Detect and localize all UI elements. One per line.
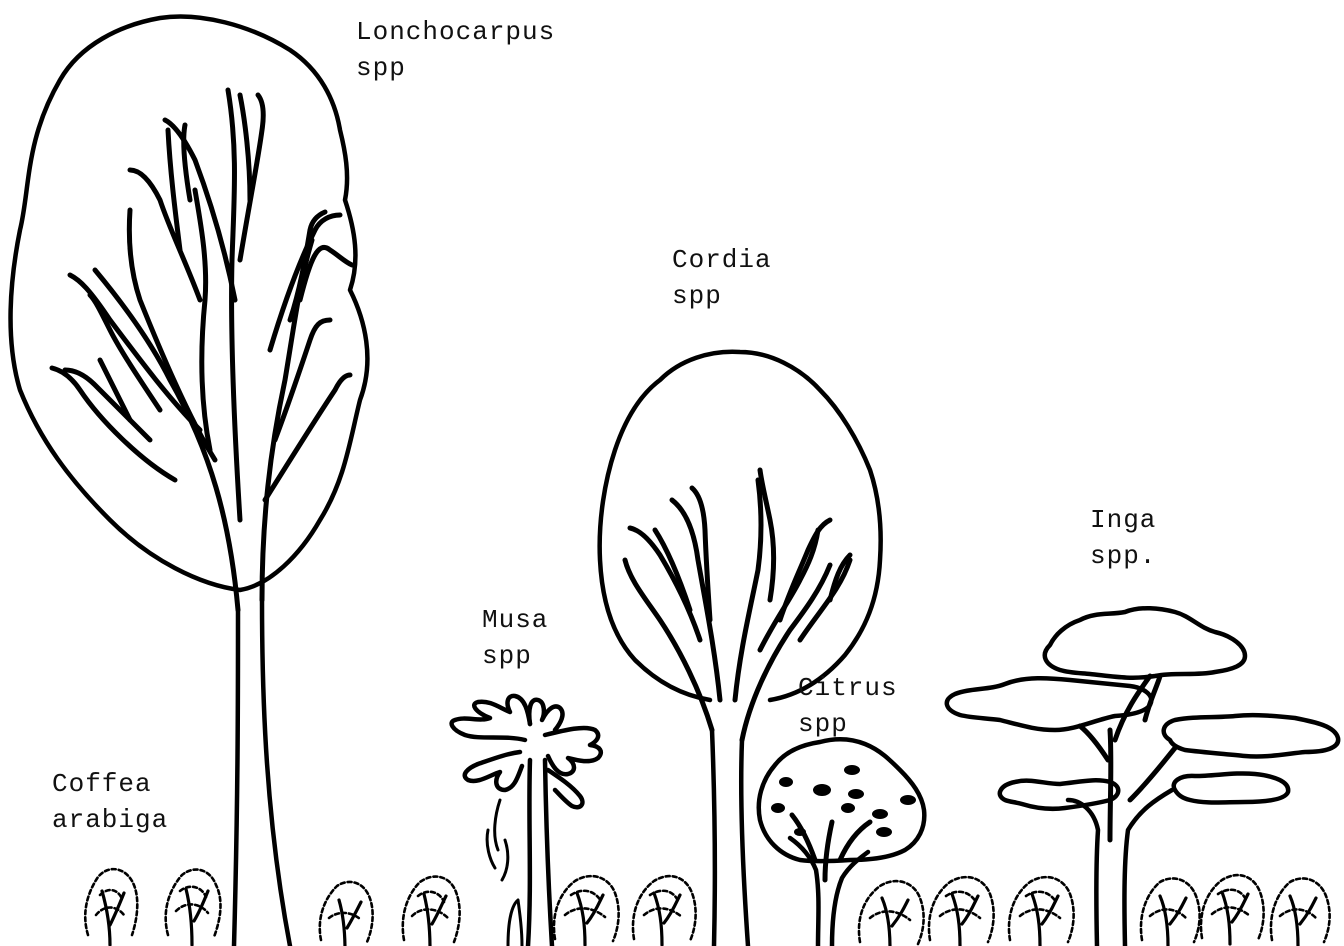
coffea-shrubs	[85, 869, 1329, 946]
cordia-tree	[600, 352, 881, 946]
inga-canopy-right	[1164, 715, 1339, 756]
coffea-label-line2: arabiga	[52, 802, 168, 838]
cordia-label-line1: Cordia	[672, 242, 772, 278]
coffea-shrub	[1271, 878, 1330, 946]
citrus-label: Citrus spp	[798, 670, 898, 742]
citrus-trunk-right	[832, 852, 868, 946]
cordia-trunk-right	[741, 740, 748, 946]
cordia-label: Cordia spp	[672, 242, 772, 314]
coffea-label: Coffea arabiga	[52, 766, 168, 838]
musa-leaf-right	[545, 728, 601, 774]
citrus-label-line1: Citrus	[798, 670, 898, 706]
coffea-shrub	[1201, 875, 1264, 944]
lonchocarpus-label: Lonchocarpus spp	[356, 14, 555, 86]
coffea-shrub	[403, 877, 460, 946]
coffea-label-line1: Coffea	[52, 766, 168, 802]
lonchocarpus-branches	[52, 90, 352, 610]
lonchocarpus-trunk-left	[234, 610, 238, 946]
cordia-trunk-left	[712, 730, 715, 946]
musa-label-line1: Musa	[482, 602, 548, 638]
coffea-shrub	[929, 877, 994, 946]
inga-label-line2: spp.	[1090, 538, 1156, 574]
inga-canopy-lower-right	[1174, 773, 1288, 802]
coffea-shrub	[85, 869, 137, 945]
musa-stem-left	[528, 760, 530, 946]
coffea-shrub	[859, 881, 924, 946]
inga-label: Inga spp.	[1090, 502, 1156, 574]
coffea-shrub	[320, 882, 373, 946]
lonchocarpus-trunk-right	[262, 600, 290, 946]
coffea-shrub	[554, 876, 619, 945]
musa-leaf-top	[529, 700, 562, 730]
inga-canopy-lower	[1000, 780, 1118, 808]
musa-bunch	[487, 800, 508, 880]
citrus-fruits	[771, 765, 916, 837]
musa-label-line2: spp	[482, 638, 548, 674]
lonchocarpus-crown	[11, 17, 368, 590]
coffea-shrub	[633, 876, 696, 945]
coffea-shrub	[1141, 878, 1200, 946]
cordia-label-line2: spp	[672, 278, 772, 314]
citrus-crown	[759, 739, 925, 861]
lonchocarpus-label-line1: Lonchocarpus	[356, 14, 555, 50]
musa-leaf-left	[452, 696, 530, 740]
musa-label: Musa spp	[482, 602, 548, 674]
inga-trunk-right	[1124, 790, 1172, 946]
musa-leaf-mid	[465, 752, 522, 790]
musa-sucker	[508, 900, 522, 946]
coffea-shrub	[166, 870, 221, 945]
inga-label-line1: Inga	[1090, 502, 1156, 538]
citrus-label-line2: spp	[798, 706, 898, 742]
lonchocarpus-label-line2: spp	[356, 50, 555, 86]
inga-canopy-top	[1045, 608, 1245, 677]
musa-stem-right	[545, 760, 552, 946]
coffea-shrub	[1009, 877, 1074, 946]
